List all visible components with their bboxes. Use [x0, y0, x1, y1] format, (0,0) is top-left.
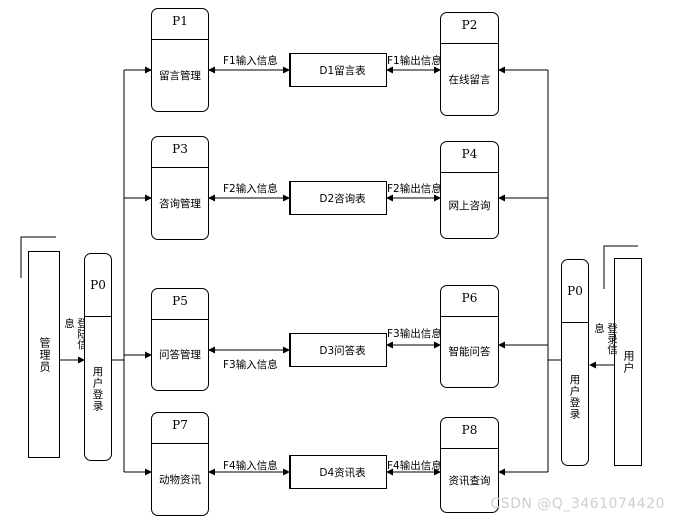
- process-p1: P1 留言管理: [151, 8, 209, 112]
- flow-label-f4-in: F4输入信息: [223, 460, 278, 472]
- process-p0-admin-id: P0: [85, 254, 111, 317]
- user-entity: 用户: [614, 258, 642, 466]
- admin-corner-mark: [20, 236, 56, 278]
- data-store-d1-bar: [290, 54, 300, 86]
- data-store-d3-bar: [290, 334, 300, 366]
- process-p6: P6 智能问答: [440, 285, 499, 388]
- flow-label-f4-out: F4输出信息: [387, 460, 442, 472]
- user-login-flow-label: 登录信息: [593, 323, 618, 355]
- admin-entity-label: 管理员: [38, 336, 51, 373]
- process-p4-id: P4: [441, 142, 498, 173]
- process-p3: P3 咨询管理: [151, 136, 209, 240]
- data-store-d2: D2咨询表: [289, 181, 387, 215]
- process-p2: P2 在线留言: [440, 12, 499, 116]
- process-p5-name: 问答管理: [159, 349, 201, 361]
- process-p0-admin-name: 用户登录: [91, 366, 104, 412]
- data-store-d2-bar: [290, 182, 300, 214]
- process-p3-id: P3: [152, 137, 208, 168]
- process-p2-id: P2: [441, 13, 498, 44]
- data-store-d1: D1留言表: [289, 53, 387, 87]
- flow-label-f1-in: F1输入信息: [223, 55, 278, 67]
- process-p3-name: 咨询管理: [159, 197, 201, 210]
- data-store-d4-label: D4资讯表: [319, 466, 366, 479]
- process-p8-id: P8: [441, 418, 498, 449]
- process-p7-id: P7: [152, 413, 208, 444]
- process-p8-name: 资讯查询: [448, 474, 491, 487]
- data-store-d3-label: D3问答表: [319, 344, 366, 357]
- process-p6-id: P6: [441, 286, 498, 317]
- process-p2-name: 在线留言: [448, 73, 491, 86]
- process-p7-name: 动物资讯: [159, 473, 201, 486]
- data-store-d3: D3问答表: [289, 333, 387, 367]
- process-p0-user: P0 用户登录: [561, 259, 589, 466]
- flow-label-f2-out: F2输出信息: [387, 183, 442, 195]
- data-store-d2-label: D2咨询表: [319, 192, 366, 205]
- flow-label-f1-out: F1输出信息: [387, 55, 442, 67]
- process-p7: P7 动物资讯: [151, 412, 209, 516]
- data-store-d1-label: D1留言表: [319, 64, 366, 77]
- process-p4: P4 网上咨询: [440, 141, 499, 239]
- user-entity-label: 用户: [622, 350, 635, 374]
- process-p0-user-name: 用户登录: [568, 374, 581, 420]
- user-corner-mark: [603, 245, 638, 289]
- process-p8: P8 资讯查询: [440, 417, 499, 513]
- process-p5-id: P5: [152, 289, 208, 320]
- flow-label-f3-in: F3输入信息: [223, 359, 278, 371]
- process-p5: P5 问答管理: [151, 288, 209, 391]
- process-p6-name: 智能问答: [448, 346, 491, 358]
- data-store-d4-bar: [290, 456, 300, 488]
- flow-label-f3-out: F3输出信息: [387, 328, 442, 340]
- admin-entity: 管理员: [28, 251, 60, 458]
- process-p0-user-id: P0: [562, 260, 588, 323]
- process-p0-admin: P0 用户登录: [84, 253, 112, 461]
- flow-label-f2-in: F2输入信息: [223, 183, 278, 195]
- data-store-d4: D4资讯表: [289, 455, 387, 489]
- process-p1-id: P1: [152, 9, 208, 40]
- process-p1-name: 留言管理: [159, 69, 201, 82]
- watermark-text: CSDN @Q_3461074420: [490, 496, 665, 512]
- process-p4-name: 网上咨询: [448, 199, 491, 212]
